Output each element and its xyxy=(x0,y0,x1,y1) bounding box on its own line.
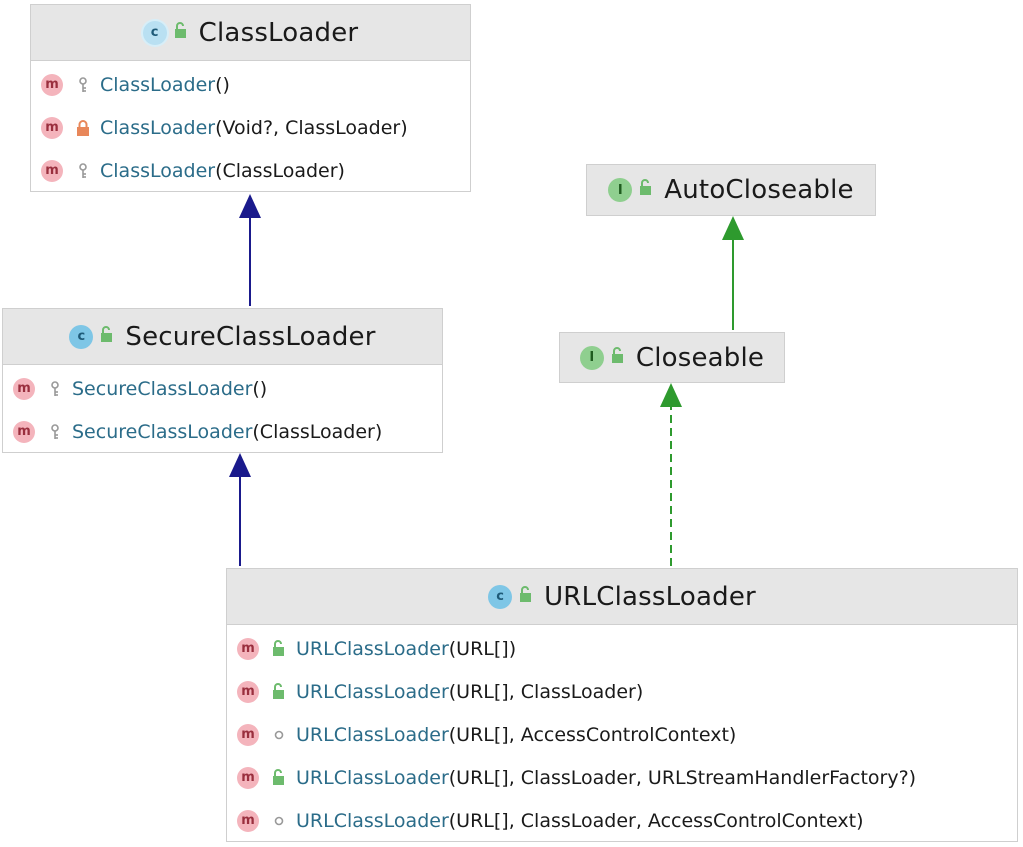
class-type-icons: c xyxy=(142,20,189,45)
member-signature: (URL[], AccessControlContext) xyxy=(448,723,737,746)
interface-icon: I xyxy=(608,178,633,202)
member-name: URLClassLoader xyxy=(296,680,449,703)
interface-header: I Closeable xyxy=(560,333,784,382)
member-signature: () xyxy=(215,73,230,96)
protected-circle-icon xyxy=(271,812,287,830)
method-icon: m xyxy=(41,159,63,182)
member-signature: (URL[]) xyxy=(448,637,517,660)
interface-box-autocloseable[interactable]: I AutoCloseable xyxy=(586,164,876,216)
method-icon: m xyxy=(237,809,259,832)
class-icon: c xyxy=(488,584,513,609)
member-signature: (ClassLoader) xyxy=(215,159,345,182)
extends-arrow-secureclassloader-to-classloader xyxy=(239,194,261,306)
member-list: m URLClassLoader(URL[]) m URLClassLoader… xyxy=(227,625,1017,842)
member-list: m SecureClassLoader() m SecureClassLoade… xyxy=(3,365,442,453)
member-name: ClassLoader xyxy=(100,159,216,182)
interface-title: AutoCloseable xyxy=(664,175,854,205)
member-row[interactable]: m URLClassLoader(URL[], ClassLoader, Acc… xyxy=(227,799,1017,842)
member-name: SecureClassLoader xyxy=(72,420,253,443)
member-row[interactable]: m ClassLoader(ClassLoader) xyxy=(31,149,470,192)
member-name: URLClassLoader xyxy=(296,637,449,660)
implements-arrow-urlclassloader-to-closeable xyxy=(660,383,682,566)
public-lock-icon xyxy=(638,179,654,201)
member-row[interactable]: m URLClassLoader(URL[], ClassLoader) xyxy=(227,670,1017,713)
class-header: c SecureClassLoader xyxy=(3,309,442,365)
method-icon: m xyxy=(237,637,259,660)
package-private-icon xyxy=(47,423,63,441)
method-icon: m xyxy=(237,766,259,789)
class-header: c URLClassLoader xyxy=(227,569,1017,625)
member-signature: () xyxy=(252,377,268,400)
member-row[interactable]: m URLClassLoader(URL[], AccessControlCon… xyxy=(227,713,1017,756)
class-box-classloader[interactable]: c ClassLoader m ClassLoader() m ClassLoa… xyxy=(30,4,471,192)
class-type-icons: c xyxy=(488,584,534,609)
interface-icon: I xyxy=(579,345,604,370)
member-name: URLClassLoader xyxy=(296,766,449,789)
method-icon: m xyxy=(41,116,63,139)
interface-type-icons: I xyxy=(608,178,654,202)
public-lock-icon xyxy=(99,325,115,348)
extends-arrow-closeable-to-autocloseable xyxy=(722,216,744,330)
member-list: m ClassLoader() m ClassLoader(Void?, Cla… xyxy=(31,61,470,192)
class-icon: c xyxy=(69,324,94,349)
extends-arrow-urlclassloader-to-secureclassloader xyxy=(229,453,251,566)
public-lock-icon xyxy=(173,21,189,44)
member-signature: (ClassLoader) xyxy=(252,420,383,443)
class-box-urlclassloader[interactable]: c URLClassLoader m URLClassLoader(URL[])… xyxy=(226,568,1018,842)
member-signature: (URL[], ClassLoader, AccessControlContex… xyxy=(448,809,864,832)
member-name: URLClassLoader xyxy=(296,809,449,832)
member-signature: (URL[], ClassLoader, URLStreamHandlerFac… xyxy=(448,766,917,789)
interface-header: I AutoCloseable xyxy=(587,165,875,215)
member-row[interactable]: m SecureClassLoader(ClassLoader) xyxy=(3,410,442,453)
class-type-icons: c xyxy=(69,324,115,349)
class-header: c ClassLoader xyxy=(31,5,470,61)
public-lock-icon xyxy=(610,346,626,369)
class-title: SecureClassLoader xyxy=(125,321,376,352)
member-row[interactable]: m URLClassLoader(URL[], ClassLoader, URL… xyxy=(227,756,1017,799)
member-signature: (Void?, ClassLoader) xyxy=(215,116,408,139)
member-name: SecureClassLoader xyxy=(72,377,253,400)
package-private-icon xyxy=(75,162,91,180)
member-row[interactable]: m ClassLoader(Void?, ClassLoader) xyxy=(31,106,470,149)
class-title: ClassLoader xyxy=(198,17,359,48)
member-name: ClassLoader xyxy=(100,73,216,96)
class-box-secureclassloader[interactable]: c SecureClassLoader m SecureClassLoader(… xyxy=(2,308,443,453)
method-icon: m xyxy=(237,723,259,746)
public-lock-icon xyxy=(271,639,287,658)
member-row[interactable]: m SecureClassLoader() xyxy=(3,367,442,410)
private-lock-icon xyxy=(75,119,91,137)
member-name: ClassLoader xyxy=(100,116,216,139)
public-lock-icon xyxy=(518,585,534,608)
method-icon: m xyxy=(237,680,259,703)
abstract-class-icon: c xyxy=(142,20,167,45)
member-name: URLClassLoader xyxy=(296,723,449,746)
member-row[interactable]: m ClassLoader() xyxy=(31,63,470,106)
package-private-icon xyxy=(75,76,91,94)
interface-box-closeable[interactable]: I Closeable xyxy=(559,332,785,383)
method-icon: m xyxy=(13,377,35,400)
member-row[interactable]: m URLClassLoader(URL[]) xyxy=(227,627,1017,670)
method-icon: m xyxy=(13,420,35,443)
protected-circle-icon xyxy=(271,726,287,744)
public-lock-icon xyxy=(271,768,287,787)
class-title: URLClassLoader xyxy=(544,581,756,612)
package-private-icon xyxy=(47,380,63,398)
interface-type-icons: I xyxy=(579,345,626,370)
interface-title: Closeable xyxy=(635,342,765,373)
method-icon: m xyxy=(41,73,63,96)
public-lock-icon xyxy=(271,682,287,701)
member-signature: (URL[], ClassLoader) xyxy=(448,680,644,703)
